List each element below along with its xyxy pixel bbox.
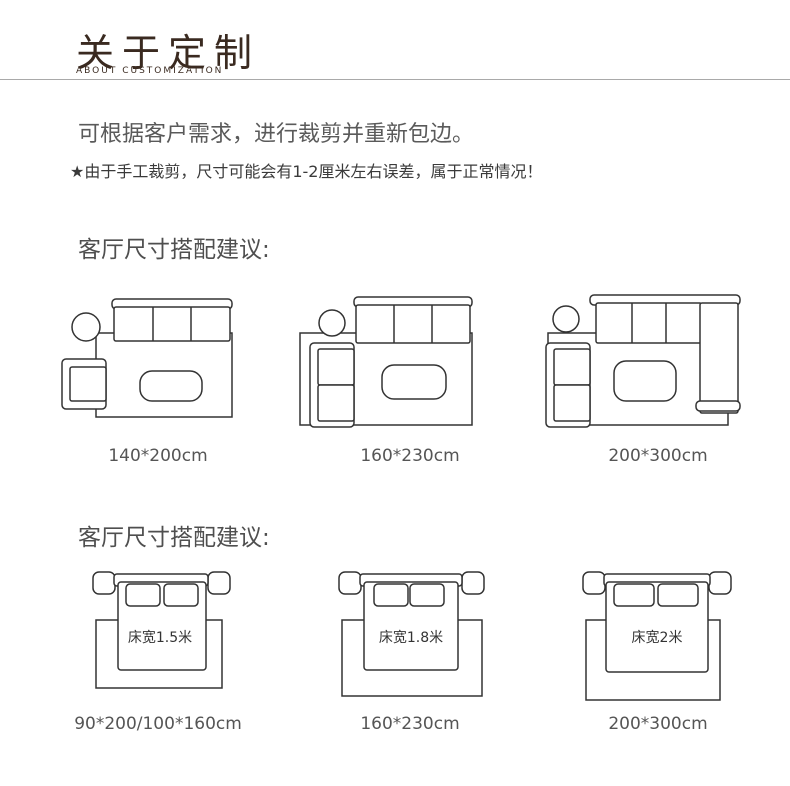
page-subtitle: ABOUT CUSTOMIZATION [76, 66, 224, 76]
bedroom-size-2: 160*230cm [360, 714, 460, 734]
intro-text: 可根据客户需求，进行裁剪并重新包边。 [78, 122, 475, 147]
nightstand-right [461, 571, 485, 595]
nightstand-right [207, 571, 231, 595]
bedroom-layout-2 [338, 571, 485, 697]
bed-width-label-1: 床宽1.5米 [127, 630, 193, 646]
lamp-icon [552, 305, 580, 333]
pillow [613, 583, 655, 607]
pillow [409, 583, 445, 607]
sofa-chaise [699, 302, 739, 414]
coffee-table [613, 360, 677, 402]
bedroom-heading: 客厅尺寸搭配建议: [78, 525, 270, 551]
living-size-1: 140*200cm [108, 446, 208, 466]
living-size-2: 160*230cm [360, 446, 460, 466]
nightstand-left [582, 571, 606, 595]
bedroom-size-1: 90*200/100*160cm [74, 714, 242, 734]
living-room-heading: 客厅尺寸搭配建议: [78, 237, 270, 263]
bed-width-label-3: 床宽2米 [631, 630, 683, 646]
bedroom-diagrams [92, 571, 732, 701]
bed-width-label-2: 床宽1.8米 [378, 630, 444, 646]
bedroom-size-3: 200*300cm [608, 714, 708, 734]
sofa-seat [113, 306, 231, 342]
living-size-3: 200*300cm [608, 446, 708, 466]
page-title: 关于定制 [76, 31, 261, 75]
living-room-layout-small [61, 298, 233, 418]
bedroom-layout-1 [92, 571, 231, 689]
pillow [657, 583, 699, 607]
lamp-icon [318, 309, 346, 337]
coffee-table [381, 364, 447, 400]
living-room-layout-large [545, 294, 741, 428]
lamp-icon [71, 312, 101, 342]
nightstand-left [338, 571, 362, 595]
bedroom-layout-3 [582, 571, 732, 701]
living-room-layout-medium [299, 296, 473, 428]
notice-text: ★由于手工裁剪，尺寸可能会有1-2厘米左右误差，属于正常情况！ [70, 162, 543, 181]
header-divider [0, 79, 790, 80]
coffee-table [139, 370, 203, 402]
sofa-seat [355, 304, 471, 344]
pillow [125, 583, 161, 607]
nightstand-left [92, 571, 116, 595]
sofa-seat [595, 302, 703, 344]
pillow [373, 583, 409, 607]
pillow [163, 583, 199, 607]
living-room-diagrams [61, 294, 741, 428]
nightstand-right [708, 571, 732, 595]
